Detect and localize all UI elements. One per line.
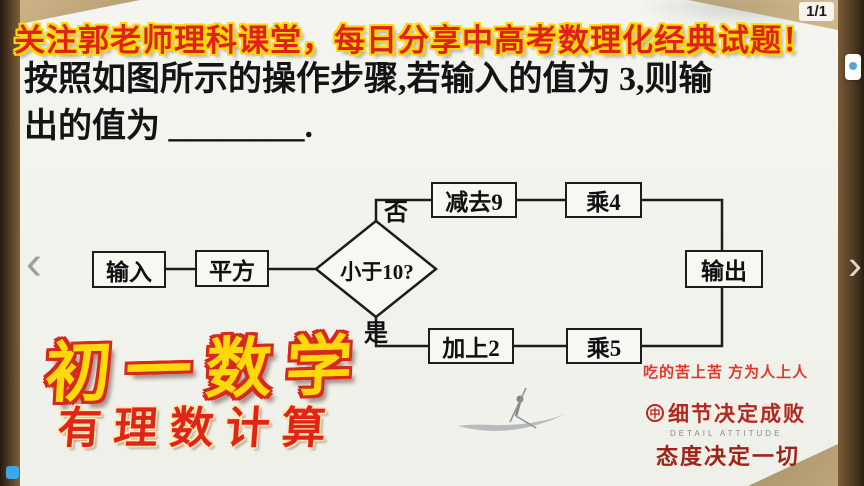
wood-frame-right	[838, 0, 864, 486]
problem-statement: 按照如图所示的操作步骤,若输入的值为 3,则输 出的值为 ________.	[24, 56, 834, 150]
flowchart-node-times5: 乘5	[566, 328, 642, 364]
flowchart-node-add2: 加上2	[428, 328, 514, 364]
logo-english-text: DETAIL ATTITUDE	[670, 429, 783, 438]
flowchart-node-output: 输出	[685, 250, 763, 288]
scroll-sticker[interactable]	[845, 54, 861, 80]
wood-frame-left	[0, 0, 20, 486]
channel-banner: 关注郭老师理科课堂，每日分享中高考数理化经典试题！	[14, 23, 814, 58]
player-control-icon[interactable]	[6, 466, 19, 479]
flowchart-label-yes: 是	[364, 321, 388, 347]
flowchart-node-times4: 乘4	[565, 182, 642, 218]
logo-emblem-icon: 中	[646, 404, 664, 422]
course-subtitle: 有理数计算	[55, 404, 340, 453]
page-indicator: 1/1	[799, 2, 834, 21]
chevron-right-icon[interactable]: ›	[848, 241, 862, 288]
problem-line-1: 按照如图所示的操作步骤,若输入的值为 3,则输	[24, 61, 713, 98]
problem-line-2: 出的值为 ________.	[24, 108, 313, 145]
logo-name: 细节决定成败	[668, 402, 806, 426]
flowchart-node-condition: 小于10?	[340, 260, 414, 284]
flowchart-node-subtract9: 减去9	[431, 182, 517, 218]
flowchart-label-no: 否	[384, 200, 408, 226]
flowchart-node-square: 平方	[195, 250, 269, 287]
logo-slogan: 态度决定一切	[656, 444, 801, 469]
flowchart-node-input: 输入	[92, 251, 166, 288]
motto-text: 吃的苦上苦 方为人上人	[643, 364, 809, 381]
boat-illustration	[458, 387, 566, 431]
chevron-left-icon[interactable]: ‹	[26, 237, 42, 290]
studio-logo: 中 细节决定成败 DETAIL ATTITUDE 态度决定一切	[646, 398, 836, 471]
